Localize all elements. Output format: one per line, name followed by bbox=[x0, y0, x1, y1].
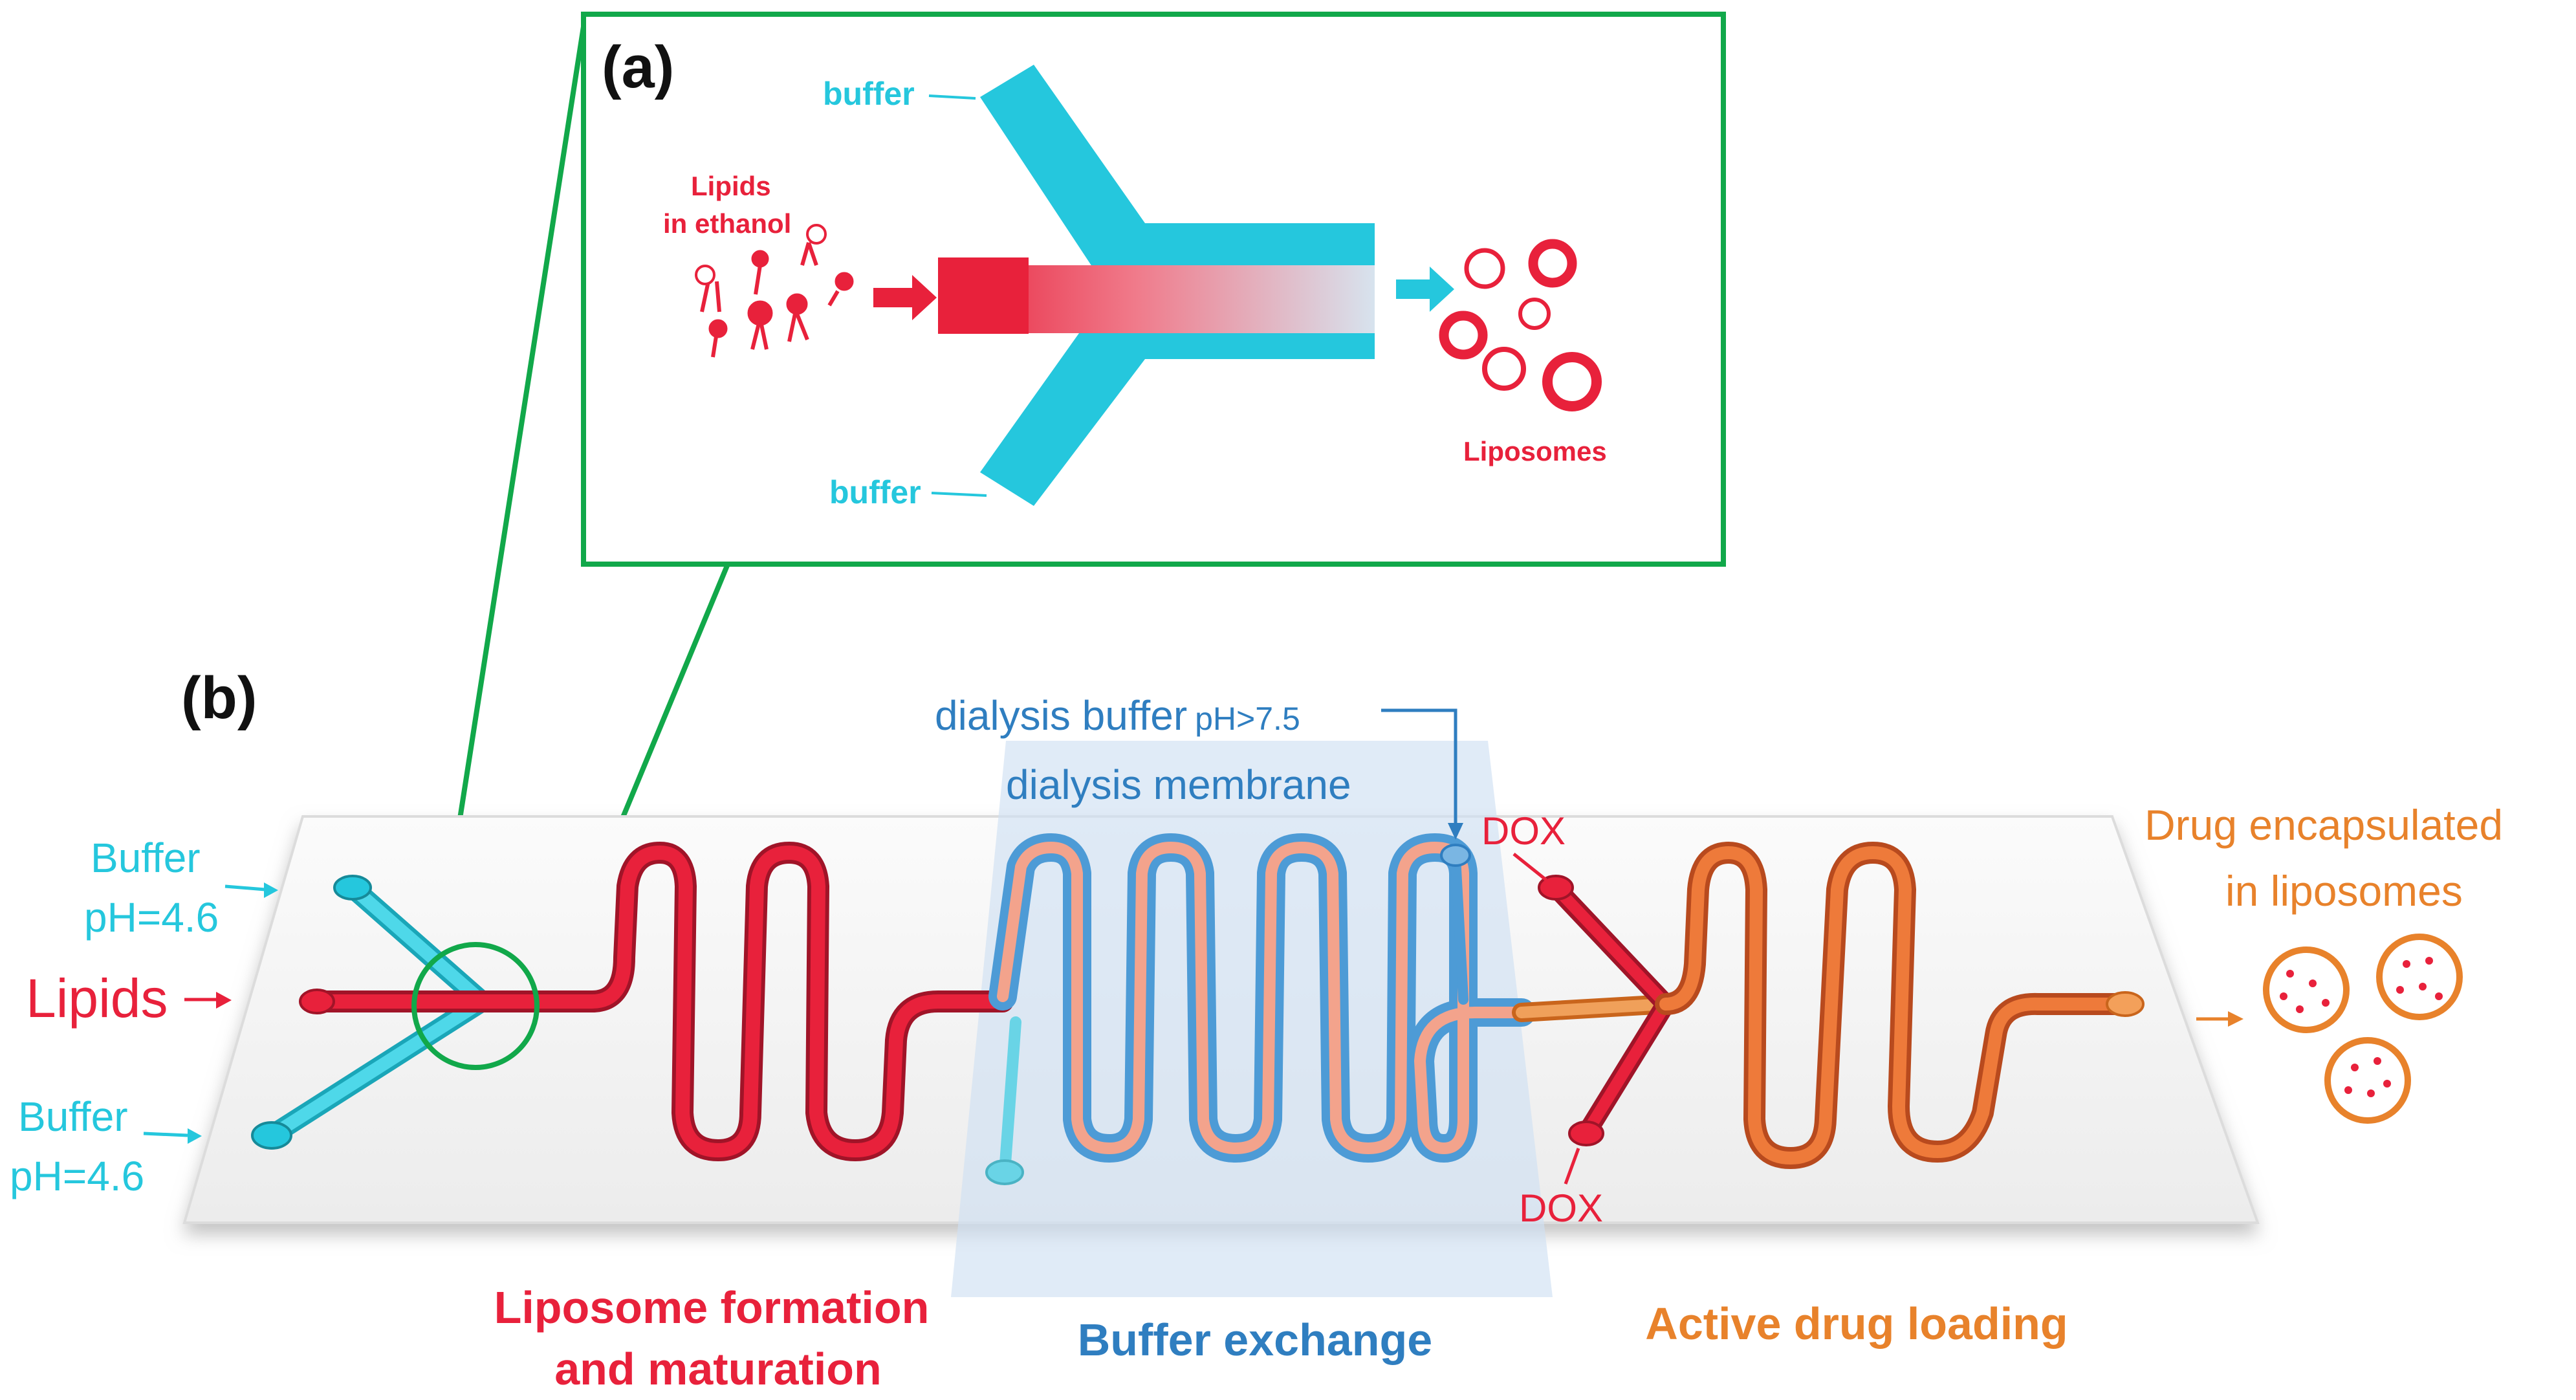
buffer-top-label-b-line2: pH=4.6 bbox=[84, 894, 219, 941]
drug-encapsulated-label-line1: Drug encapsulated bbox=[2145, 801, 2503, 849]
output-flow-arrow bbox=[1396, 267, 1454, 312]
buffer-bottom-arrowhead-b bbox=[188, 1128, 202, 1144]
lipid-inlet-port bbox=[299, 989, 335, 1014]
panel-a: (a) buffer buffer Lipids in ethanol bbox=[581, 12, 1726, 567]
output-arrowhead-b bbox=[2228, 1011, 2243, 1027]
lipids-label-b: Lipids bbox=[26, 968, 168, 1029]
stage-loading-label: Active drug loading bbox=[1645, 1298, 2068, 1349]
formation-serpentine-channel bbox=[306, 842, 1014, 1161]
stage-formation-label-line2: and maturation bbox=[554, 1344, 882, 1394]
buffer-top-arrowhead-b bbox=[264, 882, 278, 898]
liposomes-icon bbox=[1439, 239, 1602, 411]
lipids-in-ethanol-label-line1: Lipids bbox=[691, 171, 771, 201]
buffer-top-label: buffer bbox=[823, 76, 915, 112]
dox-top-label: DOX bbox=[1481, 809, 1566, 853]
buffer-top-inlet-port bbox=[333, 875, 372, 901]
buffer-top-arrow-b bbox=[224, 884, 266, 891]
lipid-molecules-icon bbox=[695, 224, 854, 358]
lipid-flow-arrow bbox=[873, 275, 937, 320]
buffer-bottom-inlet-port bbox=[251, 1121, 292, 1150]
dox-bottom-label: DOX bbox=[1519, 1187, 1603, 1230]
dialysis-membrane-label: dialysis membrane bbox=[1006, 761, 1351, 808]
liposomes-label: Liposomes bbox=[1463, 436, 1607, 466]
panel-b: (b) bbox=[10, 665, 2503, 1394]
drug-loaded-liposomes-icon bbox=[2263, 934, 2463, 1124]
drug-encapsulated-label-line2: in liposomes bbox=[2225, 867, 2463, 915]
buffer-inlet-bottom-channel bbox=[980, 304, 1375, 506]
dox-bottom-inlet-port bbox=[1568, 1121, 1604, 1146]
dox-bottom-arrow bbox=[1564, 1148, 1580, 1185]
buffer-bottom-label: buffer bbox=[829, 474, 921, 510]
dialysis-buffer-channels bbox=[999, 852, 1468, 1178]
buffer-exchange-serpentine-channel bbox=[988, 833, 1536, 1163]
lipids-in-ethanol-label-line2: in ethanol bbox=[663, 208, 791, 239]
product-outlet-port bbox=[2106, 991, 2145, 1017]
buffer-bottom-arrow bbox=[931, 492, 987, 497]
dialysis-buffer-arrowhead bbox=[1448, 823, 1463, 840]
dox-top-inlet-port bbox=[1538, 875, 1574, 901]
buffer-top-label-b-line1: Buffer bbox=[91, 835, 201, 881]
dialysis-outlet-port bbox=[985, 1159, 1024, 1185]
dialysis-buffer-arrow bbox=[1381, 708, 1457, 825]
buffer-bottom-arrow-b bbox=[143, 1132, 188, 1137]
dox-top-arrow bbox=[1512, 853, 1547, 881]
stage-formation-label-line1: Liposome formation bbox=[494, 1282, 930, 1333]
panel-b-label: (b) bbox=[181, 665, 257, 731]
buffer-inlet-top-channel bbox=[980, 65, 1375, 278]
lipid-inlet-channel bbox=[938, 257, 1029, 334]
loading-serpentine-channel bbox=[1655, 842, 2136, 1169]
stage-exchange-label: Buffer exchange bbox=[1078, 1315, 1432, 1365]
buffer-top-arrow bbox=[928, 94, 976, 100]
panel-a-label: (a) bbox=[602, 34, 674, 100]
buffer-bottom-label-b-line2: pH=4.6 bbox=[10, 1153, 144, 1199]
dialysis-inlet-port bbox=[1440, 844, 1471, 867]
lipids-arrowhead-b bbox=[216, 992, 232, 1009]
zoom-junction-circle bbox=[411, 942, 540, 1070]
buffer-bottom-label-b-line1: Buffer bbox=[18, 1093, 128, 1140]
